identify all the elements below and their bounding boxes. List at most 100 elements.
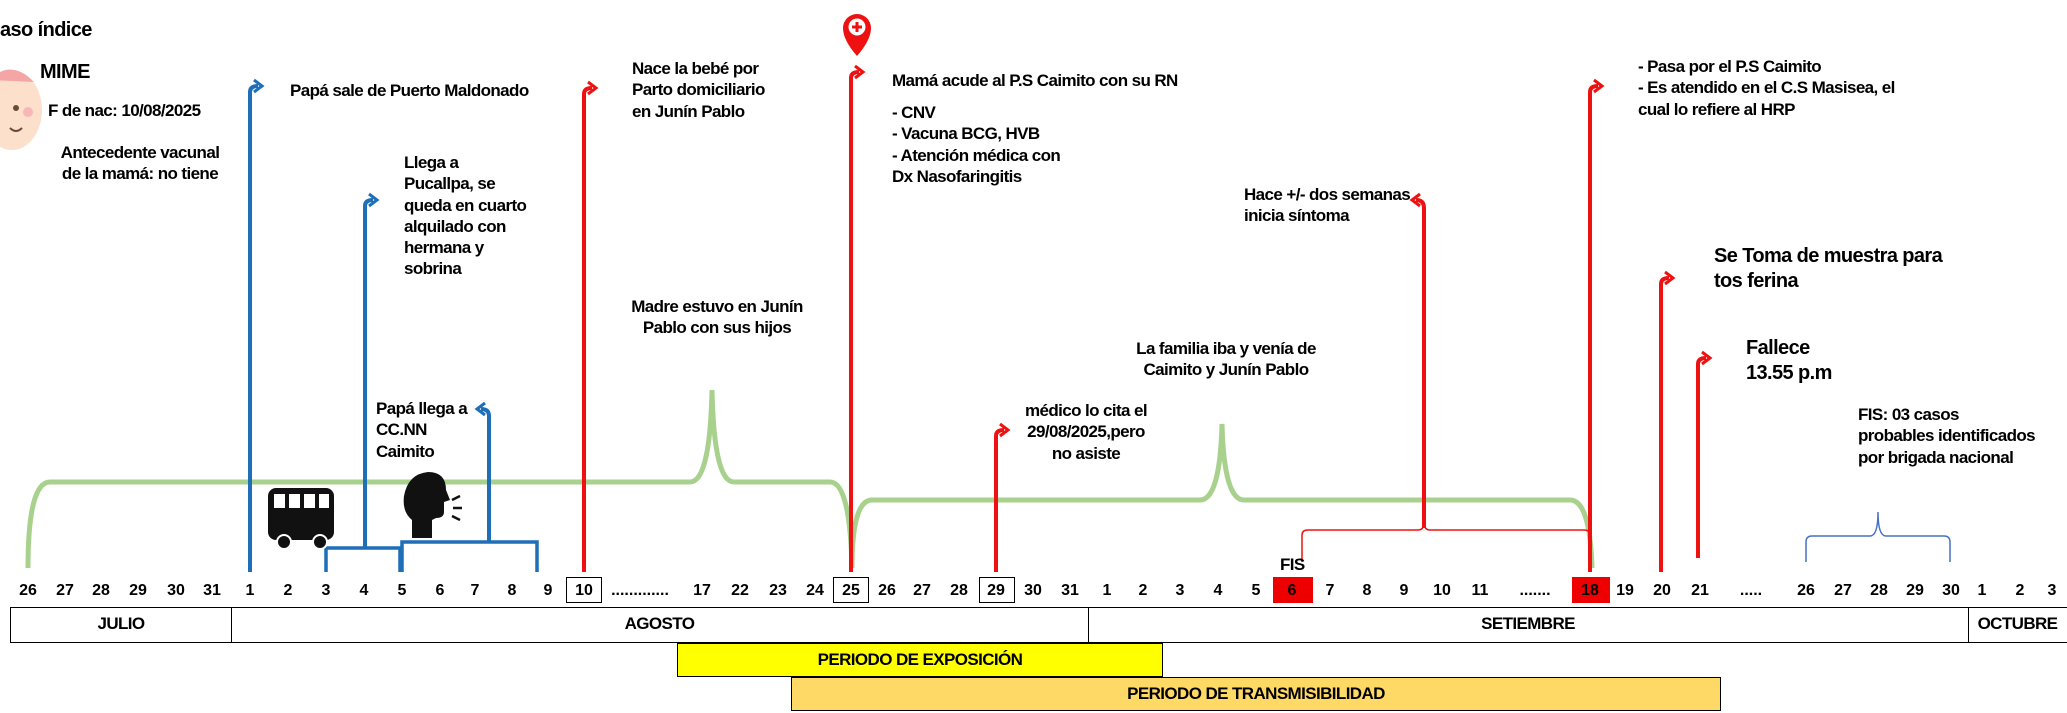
day-label: 8: [507, 582, 517, 599]
event-mom-visits: Mamá acude al P.S Caimito con su RN: [892, 71, 1178, 90]
event-sample: Se Toma de muestra para tos ferina: [1714, 245, 1943, 292]
red-brace-fis: [1301, 521, 1591, 562]
event-mother-stayed: Madre estuvo en Junín Pablo con sus hijo…: [631, 297, 803, 338]
day-label: .......: [1519, 582, 1551, 599]
blue-arrow-dad-leaves: [248, 78, 265, 572]
day-label: 10: [575, 582, 593, 599]
green-brace-right: [849, 423, 1595, 569]
event-dad-arrives-caimito: Papá llega a CC.NN Caimito: [376, 399, 468, 461]
month-julio: JULIO: [10, 607, 232, 643]
red-arrow-mom-visits: [849, 64, 866, 572]
day-label: 2: [283, 582, 293, 599]
green-brace-left: [25, 389, 855, 569]
day-label: 18: [1581, 582, 1599, 599]
day-label: 30: [1024, 582, 1042, 599]
day-label: 2: [2015, 582, 2025, 599]
vaccine-history: Antecedente vacunal de la mamá: no tiene: [60, 143, 220, 184]
period-exposure: PERIODO DE EXPOSICIÓN: [677, 643, 1163, 677]
page-title: aso índice: [0, 19, 92, 41]
month-octubre: OCTUBRE: [1968, 607, 2067, 643]
day-label: 7: [470, 582, 480, 599]
day-label: 3: [1175, 582, 1185, 599]
day-label: 26: [878, 582, 896, 599]
location-pin-icon: [843, 14, 871, 56]
day-label: 5: [397, 582, 407, 599]
blue-bracket-b: [400, 540, 539, 572]
event-symptoms-start: Hace +/- dos semanas inicia síntoma: [1244, 185, 1411, 226]
day-label: 27: [913, 582, 931, 599]
day-label: 28: [92, 582, 110, 599]
day-label: 3: [321, 582, 331, 599]
day-label: 6: [435, 582, 445, 599]
red-arrow-symptoms: [1409, 192, 1426, 528]
day-label: 2: [1138, 582, 1148, 599]
day-label: 19: [1616, 582, 1634, 599]
month-agosto: AGOSTO: [231, 607, 1089, 643]
blue-brace-fis-cases: [1805, 511, 1951, 562]
day-box-25-ago: [833, 577, 869, 603]
day-box-29-ago: [979, 577, 1015, 603]
day-label: 27: [1834, 582, 1852, 599]
day-label: 1: [245, 582, 255, 599]
red-arrow-death: [1696, 350, 1713, 558]
day-label: 31: [1061, 582, 1079, 599]
event-death: Fallece 13.55 p.m: [1746, 337, 1832, 384]
red-arrow-birth: [582, 80, 599, 572]
day-label: 4: [1213, 582, 1223, 599]
day-label: 20: [1653, 582, 1671, 599]
event-family-travel: La familia iba y venía de Caimito y Juní…: [1136, 339, 1316, 380]
day-label: 21: [1691, 582, 1709, 599]
day-label: 9: [543, 582, 553, 599]
day-label: 29: [987, 582, 1005, 599]
bus-icon: [268, 488, 334, 550]
event-fis-cases: FIS: 03 casos probables identificados po…: [1858, 405, 2036, 467]
day-label: 29: [129, 582, 147, 599]
day-label: 7: [1325, 582, 1335, 599]
birth-date: F de nac: 10/08/2025: [48, 101, 201, 120]
speaking-person-icon: [403, 472, 462, 538]
day-label: 4: [359, 582, 369, 599]
event-doctor-appointment: médico lo cita el 29/08/2025,pero no asi…: [1024, 401, 1148, 463]
day-label: 23: [769, 582, 787, 599]
day-label: 26: [19, 582, 37, 599]
day-label: 28: [1870, 582, 1888, 599]
day-label: 3: [2047, 582, 2057, 599]
day-box-6-set: [1273, 577, 1313, 603]
day-label: 9: [1399, 582, 1409, 599]
day-label: .....: [1739, 582, 1763, 599]
day-box-10-ago: [566, 577, 602, 603]
day-label: 10: [1433, 582, 1451, 599]
event-mom-visits-items: - CNV - Vacuna BCG, HVB - Atención médic…: [892, 103, 1061, 186]
red-arrow-sample: [1659, 270, 1676, 572]
day-label: 6: [1287, 582, 1297, 599]
day-label: 25: [842, 582, 860, 599]
day-label: 17: [693, 582, 711, 599]
patient-name: MIME: [40, 61, 90, 83]
event-arrives-pucallpa: Llega a Pucallpa, se queda en cuarto alq…: [404, 153, 527, 279]
blue-arrow-caimito: [474, 401, 491, 542]
day-label: 11: [1471, 582, 1489, 599]
day-label: 5: [1251, 582, 1261, 599]
day-label: 31: [203, 582, 221, 599]
red-arrow-appointment: [994, 422, 1011, 572]
red-arrow-referral: [1588, 78, 1605, 572]
day-label: 22: [731, 582, 749, 599]
period-transmissibility: PERIODO DE TRANSMISIBILIDAD: [791, 677, 1721, 711]
day-label: 1: [1102, 582, 1112, 599]
day-label: 29: [1906, 582, 1924, 599]
month-setiembre: SETIEMBRE: [1088, 607, 1969, 643]
event-referral: - Pasa por el P.S Caimito - Es atendido …: [1638, 57, 1895, 119]
event-birth: Nace la bebé por Parto domiciliario en J…: [632, 59, 765, 121]
day-label: .............: [611, 582, 669, 599]
day-label: 28: [950, 582, 968, 599]
blue-arrow-pucallpa: [363, 192, 380, 548]
day-label: 27: [56, 582, 74, 599]
day-label: 30: [167, 582, 185, 599]
baby-face-icon: [0, 69, 42, 150]
fis-label: FIS: [1280, 555, 1305, 574]
day-label: 24: [806, 582, 824, 599]
day-label: 30: [1942, 582, 1960, 599]
day-label: 26: [1797, 582, 1815, 599]
